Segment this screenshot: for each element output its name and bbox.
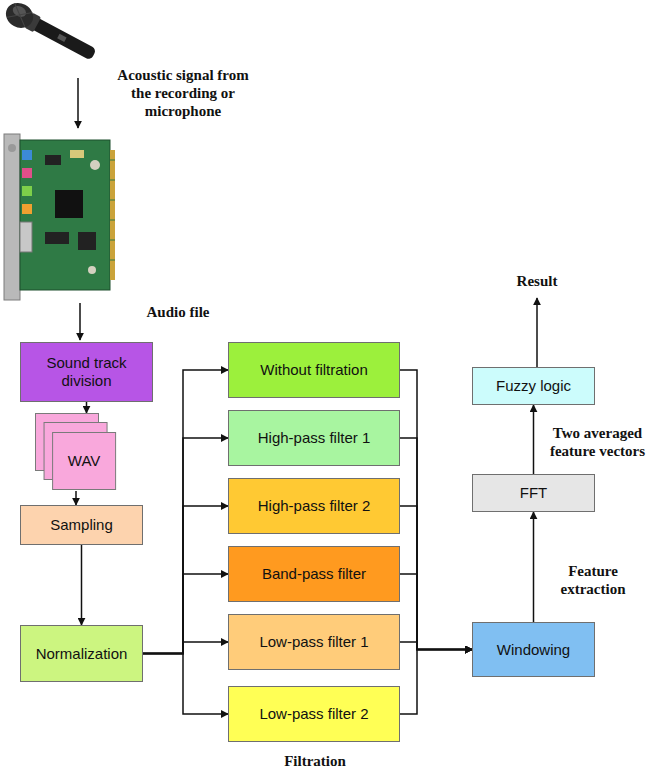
process-box: Normalization bbox=[20, 625, 143, 682]
process-box: Sampling bbox=[20, 505, 143, 545]
flow-arrow bbox=[400, 650, 472, 715]
flow-arrow bbox=[86, 402, 88, 413]
process-box: Fuzzy logic bbox=[472, 367, 595, 405]
flow-arrow bbox=[400, 438, 472, 650]
box-text: WAV bbox=[52, 432, 116, 490]
microphone-illustration bbox=[2, 0, 100, 65]
flow-arrow bbox=[400, 370, 472, 650]
filter-box: Without filtration bbox=[228, 342, 400, 398]
flow-arrow bbox=[533, 405, 535, 474]
flow-arrow bbox=[400, 506, 472, 650]
flow-arrow bbox=[400, 574, 472, 650]
filter-box: High-pass filter 2 bbox=[228, 478, 400, 534]
file-stack: WAV bbox=[35, 413, 117, 491]
box-text: FFT bbox=[516, 484, 552, 502]
box-text: Sampling bbox=[46, 516, 117, 534]
box-text: Without filtration bbox=[256, 361, 372, 379]
box-text: Fuzzy logic bbox=[492, 377, 575, 395]
box-text: Windowing bbox=[493, 641, 574, 659]
flow-arrow bbox=[143, 654, 228, 715]
process-box: Windowing bbox=[472, 622, 595, 677]
signal-arrow bbox=[77, 78, 79, 128]
box-text: High-pass filter 1 bbox=[254, 429, 375, 447]
flow-arrow bbox=[81, 545, 83, 625]
flow-arrow bbox=[143, 506, 228, 654]
process-box: Sound track division bbox=[20, 342, 153, 402]
flow-arrow bbox=[75, 491, 77, 505]
page-sheet bbox=[53, 433, 116, 490]
flow-arrow bbox=[533, 512, 535, 622]
flow-arrow bbox=[400, 642, 472, 650]
edge-label: Two averaged feature vectors bbox=[541, 424, 654, 460]
flow-arrow bbox=[143, 370, 228, 654]
annotation-label: Acoustic signal from the recording or mi… bbox=[108, 66, 258, 120]
process-box: FFT bbox=[472, 474, 595, 512]
flow-arrow bbox=[143, 574, 228, 654]
box-text: Low-pass filter 2 bbox=[255, 705, 372, 723]
annotation-label: Result bbox=[487, 272, 587, 290]
annotation-label: Audio file bbox=[128, 303, 228, 321]
sound-card-illustration bbox=[4, 134, 115, 300]
box-text: Normalization bbox=[32, 645, 132, 663]
edge-label: Feature extraction bbox=[543, 562, 643, 598]
filter-box: Band-pass filter bbox=[228, 546, 400, 602]
filter-box: Low-pass filter 1 bbox=[228, 614, 400, 670]
flow-arrow bbox=[143, 438, 228, 654]
audio-file-arrow bbox=[79, 303, 81, 340]
box-text: High-pass filter 2 bbox=[254, 497, 375, 515]
filter-box: High-pass filter 1 bbox=[228, 410, 400, 466]
annotation-label: Filtration bbox=[255, 752, 375, 770]
box-text: Band-pass filter bbox=[258, 565, 370, 583]
result-arrow bbox=[536, 298, 538, 367]
box-text: Sound track division bbox=[21, 354, 152, 390]
flow-arrow bbox=[143, 642, 228, 654]
filter-box: Low-pass filter 2 bbox=[228, 686, 400, 742]
box-text: Low-pass filter 1 bbox=[255, 633, 372, 651]
